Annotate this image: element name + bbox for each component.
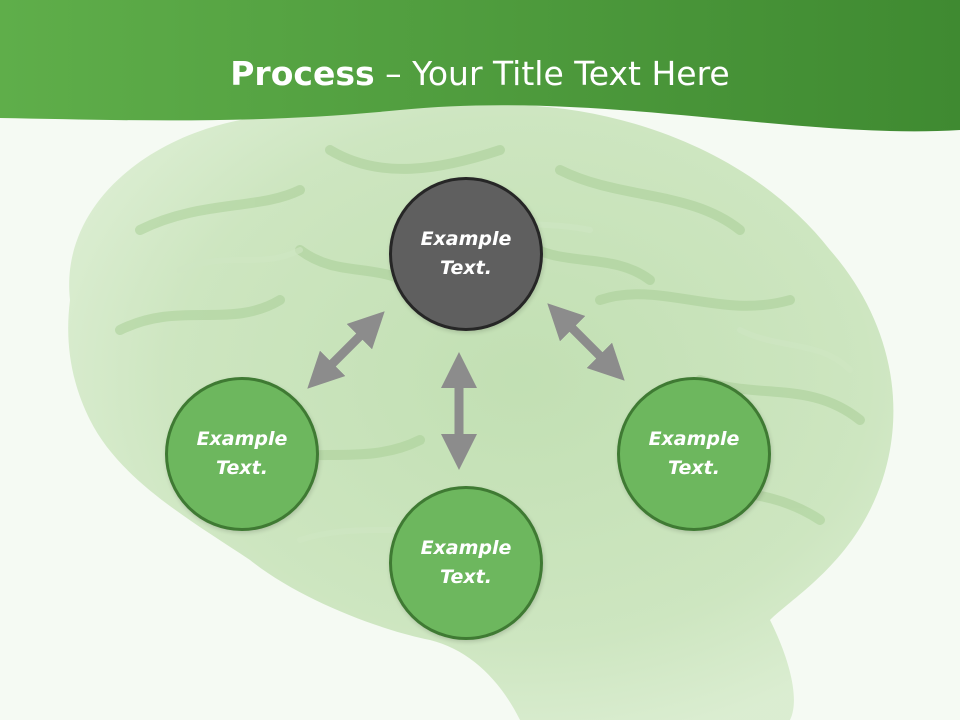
brain-illustration xyxy=(68,100,894,720)
title-rest-part: – Your Title Text Here xyxy=(374,54,730,93)
process-node-right[interactable]: Example Text. xyxy=(617,377,771,531)
process-node-bottom[interactable]: Example Text. xyxy=(389,486,543,640)
node-right-label: Example Text. xyxy=(648,428,740,479)
header-band xyxy=(0,0,960,132)
title-bold-part: Process xyxy=(230,54,375,93)
node-left-label: Example Text. xyxy=(196,428,288,479)
node-bottom-label: Example Text. xyxy=(420,537,512,588)
node-top-label: Example Text. xyxy=(420,228,512,279)
process-node-left[interactable]: Example Text. xyxy=(165,377,319,531)
slide-title: Process – Your Title Text Here xyxy=(0,52,960,96)
process-node-top[interactable]: Example Text. xyxy=(389,177,543,331)
